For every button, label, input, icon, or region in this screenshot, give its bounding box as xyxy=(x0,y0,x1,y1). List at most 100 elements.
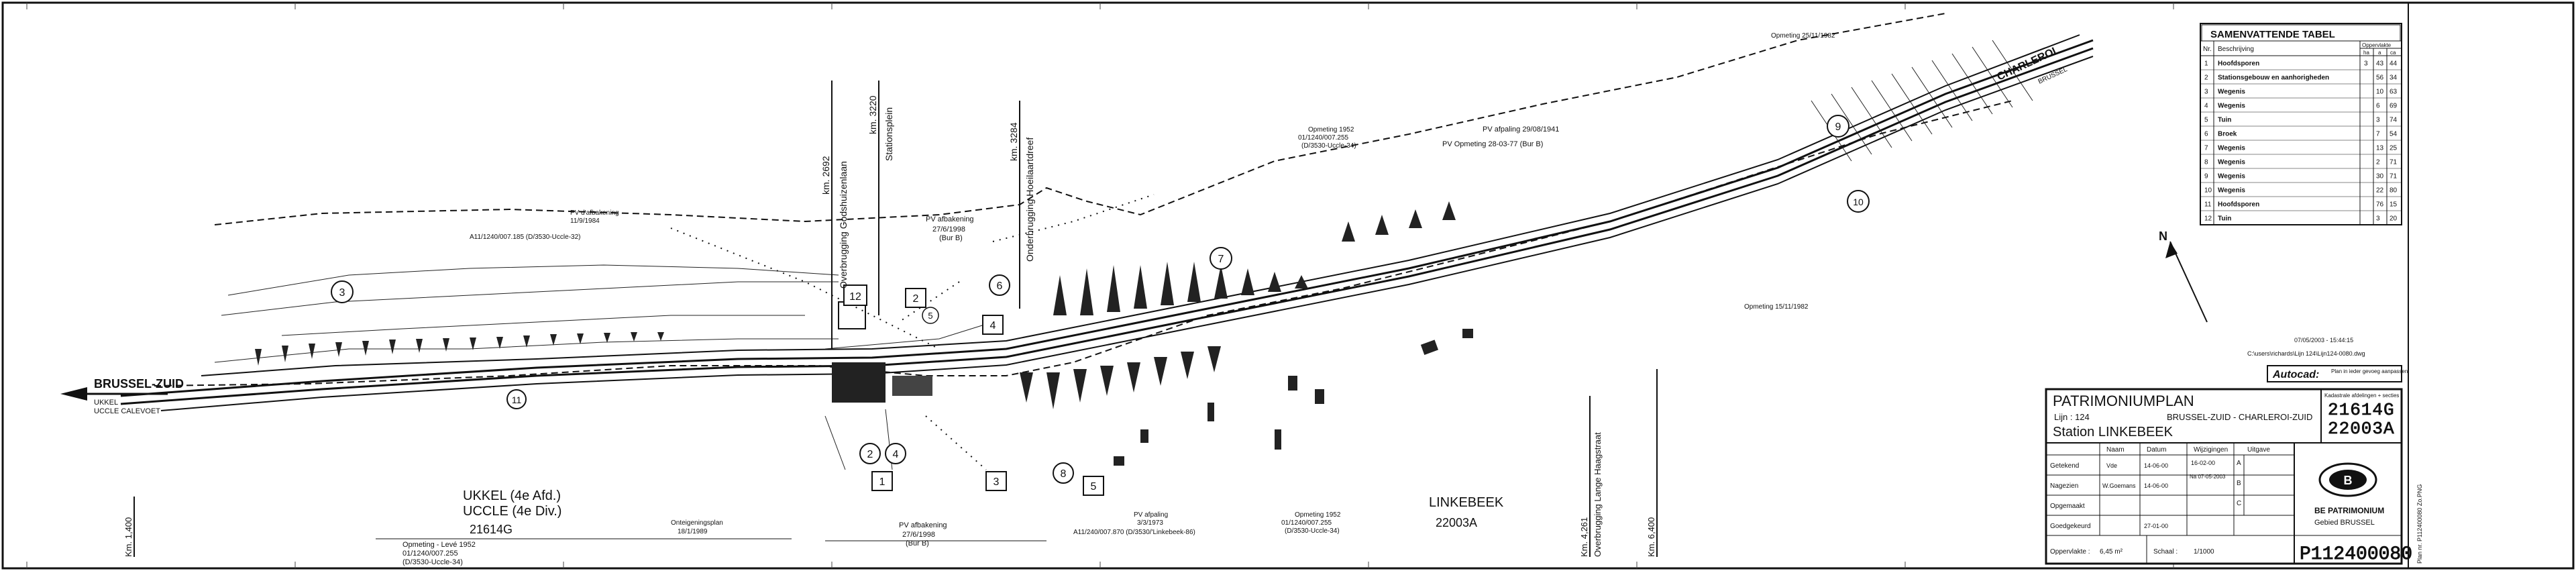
svg-text:9: 9 xyxy=(1835,121,1841,133)
zone-marker-2-box: 2 xyxy=(905,288,926,308)
embankment-hatching xyxy=(255,201,1456,409)
svg-text:01/1240/007.255: 01/1240/007.255 xyxy=(1281,519,1332,527)
svg-text:10: 10 xyxy=(1853,197,1864,207)
svg-text:16-02-00: 16-02-00 xyxy=(2191,460,2215,466)
svg-text:W.Goemans: W.Goemans xyxy=(2102,482,2136,489)
label-km-2692: km. 2692 xyxy=(820,156,831,195)
table-cell-ca: 15 xyxy=(2390,201,2398,209)
table-cell-a: 43 xyxy=(2376,60,2384,68)
table-cell-nr: 5 xyxy=(2204,117,2208,124)
zone-marker-5-small: 5 xyxy=(922,307,939,324)
svg-text:Goedgekeurd: Goedgekeurd xyxy=(2050,523,2091,530)
annotation-opmeting-bottom: Opmeting 1952 01/1240/007.255 (D/3530-Uc… xyxy=(1281,511,1341,535)
table-cell-desc: Stationsgebouw en aanhorigheden xyxy=(2218,74,2329,82)
svg-text:01/1240/007.255: 01/1240/007.255 xyxy=(1298,134,1349,142)
annotation-opmeting-left: Opmeting - Levé 1952 01/1240/007.255 (D/… xyxy=(402,541,476,566)
table-cell-nr: 12 xyxy=(2204,215,2212,223)
label-km-3284: km. 3284 xyxy=(1008,122,1019,161)
property-boundary-upper xyxy=(214,13,1946,225)
zone-marker-8: 8 xyxy=(1053,462,1074,484)
svg-text:7: 7 xyxy=(1218,254,1224,265)
svg-text:07/05/2003 - 15:44:15: 07/05/2003 - 15:44:15 xyxy=(2294,337,2353,344)
svg-text:Oppervlakte: Oppervlakte xyxy=(2362,42,2392,48)
table-cell-a: 6 xyxy=(2376,103,2380,110)
cadastral-code-2: 22003A xyxy=(2328,419,2395,439)
svg-text:12: 12 xyxy=(849,291,861,303)
table-cell-ca: 74 xyxy=(2390,117,2398,124)
svg-text:Plan in ieder gevoeg aanpassen: Plan in ieder gevoeg aanpassen xyxy=(2331,368,2408,374)
svg-text:14-06-00: 14-06-00 xyxy=(2144,482,2168,489)
zone-marker-1-box: 1 xyxy=(871,471,893,491)
company-line-1: BE PATRIMONIUM xyxy=(2314,506,2384,515)
svg-text:B: B xyxy=(2237,480,2241,487)
zone-marker-3-box: 3 xyxy=(985,471,1007,491)
title-block: PATRIMONIUMPLAN Lijn : 124 BRUSSEL-ZUID … xyxy=(2045,388,2412,565)
table-cell-nr: 8 xyxy=(2204,159,2208,166)
svg-text:ha: ha xyxy=(2363,50,2369,56)
svg-text:Opmeting 1952: Opmeting 1952 xyxy=(1295,511,1341,519)
label-stationsplein: Stationsplein xyxy=(883,107,894,161)
svg-text:14-06-00: 14-06-00 xyxy=(2144,462,2168,469)
svg-text:Datum: Datum xyxy=(2147,446,2166,454)
svg-text:11/9/1984: 11/9/1984 xyxy=(570,217,600,225)
table-cell-ca: 71 xyxy=(2390,173,2398,180)
svg-text:(D/3530-Uccle-34): (D/3530-Uccle-34) xyxy=(402,558,463,566)
svg-text:Opgemaakt: Opgemaakt xyxy=(2050,503,2085,510)
company-line-2: Gebied BRUSSEL xyxy=(2314,519,2375,527)
annotation-pv-afbakening-bottom: PV afbakening 27/6/1998 (Bur B) xyxy=(899,521,947,548)
lijn-label: Lijn : 124 xyxy=(2054,412,2090,422)
arrow-sub-ukkel: UKKEL xyxy=(94,399,118,407)
table-cell-ha: 3 xyxy=(2364,60,2368,68)
main-tracks xyxy=(120,34,2094,411)
svg-text:27/6/1998: 27/6/1998 xyxy=(902,531,935,539)
svg-text:C:\users\richards\Lijn 124\Lij: C:\users\richards\Lijn 124\Lijn124-0080.… xyxy=(2247,350,2365,357)
svg-text:Autocad:: Autocad: xyxy=(2272,369,2319,380)
table-cell-nr: 9 xyxy=(2204,173,2208,180)
table-cell-nr: 4 xyxy=(2204,103,2208,110)
table-cell-desc: Wegenis xyxy=(2218,89,2245,96)
svg-text:PV afpaling 29/08/1941: PV afpaling 29/08/1941 xyxy=(1483,125,1559,134)
svg-text:01/1240/007.255: 01/1240/007.255 xyxy=(402,550,458,558)
table-cell-ca: 63 xyxy=(2390,89,2398,96)
table-cell-nr: 11 xyxy=(2204,201,2212,209)
table-cell-nr: 3 xyxy=(2204,89,2208,96)
district-linkebeek: LINKEBEEK xyxy=(1429,495,1504,510)
table-cell-ca: 34 xyxy=(2390,74,2398,82)
table-cell-desc: Wegenis xyxy=(2218,187,2245,195)
svg-text:PV afbakening: PV afbakening xyxy=(899,521,947,529)
table-cell-desc: Hoofdsporen xyxy=(2218,201,2259,209)
service-line-c xyxy=(925,415,987,470)
svg-text:a: a xyxy=(2378,50,2381,56)
label-overbrugging-lange: Overbrugging Lange Haagstraat xyxy=(1593,432,1603,557)
table-cell-a: 56 xyxy=(2376,74,2384,82)
svg-text:2: 2 xyxy=(867,449,873,460)
svg-text:Opmeting - Levé 1952: Opmeting - Levé 1952 xyxy=(402,541,476,549)
label-onderbrugging: Onderbrugging Hoeilaartdreef xyxy=(1024,138,1035,262)
zone-marker-4-box: 4 xyxy=(982,315,1004,335)
district-uccle: UCCLE (4e Div.) xyxy=(463,504,561,519)
svg-text:PV d'afbakening: PV d'afbakening xyxy=(570,209,619,217)
svg-text:6,45 m²: 6,45 m² xyxy=(2100,548,2123,556)
svg-text:8: 8 xyxy=(1061,468,1067,480)
table-cell-nr: 10 xyxy=(2204,187,2212,195)
zone-marker-2: 2 xyxy=(859,443,881,464)
table-cell-desc: Tuin xyxy=(2218,215,2231,223)
svg-text:6: 6 xyxy=(997,280,1003,292)
top-margin-ruler xyxy=(26,3,2174,568)
zone-marker-6: 6 xyxy=(989,274,1010,296)
svg-text:Schaal :: Schaal : xyxy=(2153,548,2178,556)
upper-right-road-hatching xyxy=(1811,40,2033,162)
table-cell-a: 2 xyxy=(2376,159,2380,166)
zone-marker-5-box: 5 xyxy=(1083,476,1104,496)
table-cell-desc: Wegenis xyxy=(2218,145,2245,152)
summary-table: SAMENVATTENDE TABEL Nr. Beschrijving Opp… xyxy=(2200,23,2402,225)
annotation-opmeting-top: Opmeting 1952 01/1240/007.255 (D/3530-Uc… xyxy=(1298,126,1356,150)
svg-text:(Bur B): (Bur B) xyxy=(906,539,929,548)
label-km-3220: km. 3220 xyxy=(867,95,878,134)
service-line-a xyxy=(670,227,940,350)
table-cell-desc: Tuin xyxy=(2218,117,2231,124)
svg-text:A: A xyxy=(2237,460,2241,467)
table-cell-ca: 69 xyxy=(2390,103,2398,110)
zone-marker-10: 10 xyxy=(1847,190,1870,213)
